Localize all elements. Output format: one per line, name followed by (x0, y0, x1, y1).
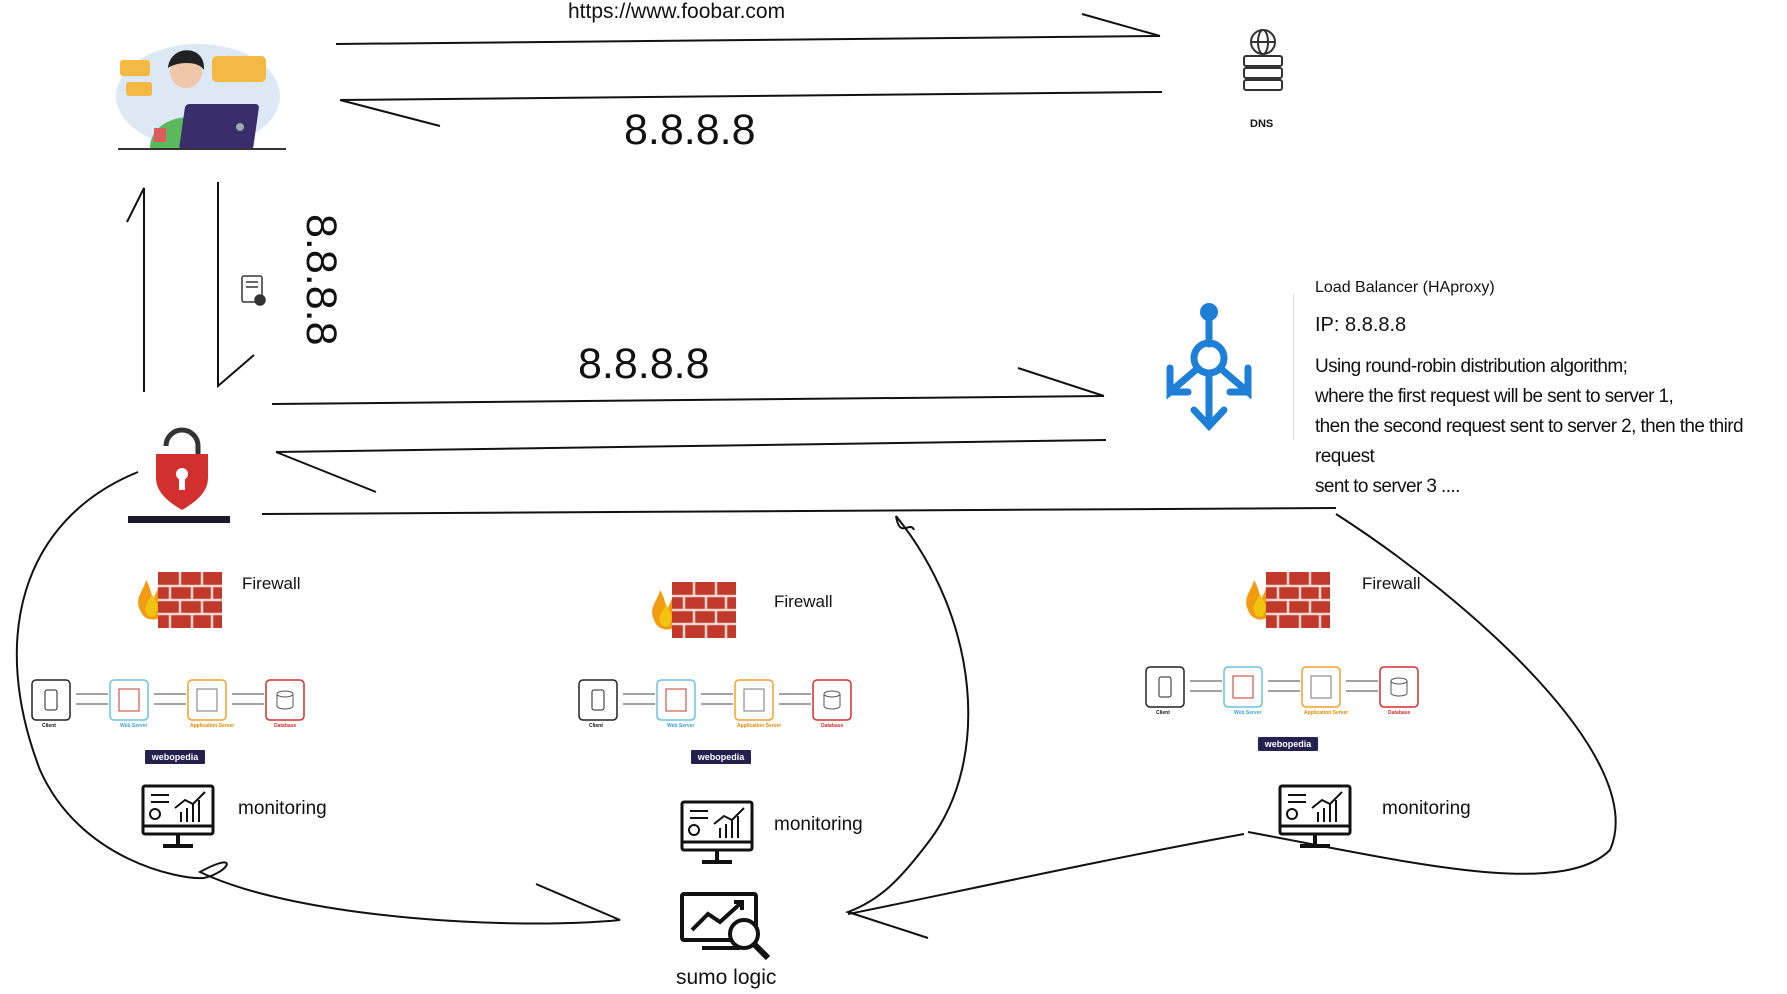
server-stack-diagram-1 (31, 679, 305, 721)
monitoring-label-3: monitoring (1382, 798, 1471, 819)
dns-response-ip-label: 8.8.8.8 (624, 106, 756, 154)
firewall-label-2: Firewall (774, 592, 833, 611)
ssl-certificate-icon (241, 275, 266, 306)
monitoring-icon-1 (141, 784, 215, 848)
dns-label: DNS (1250, 118, 1274, 130)
stack-label-database: Database (1388, 710, 1411, 716)
stack-label-client: Client (1156, 710, 1170, 716)
load-balancer-description-line: sent to server 3 .... (1315, 476, 1460, 497)
load-balancer-divider (1293, 294, 1294, 440)
flow-arrows (15, 13, 1617, 939)
load-balancer-description: Using round-robin distribution algorithm… (1315, 352, 1785, 502)
monitoring-icon-3 (1278, 784, 1352, 848)
https-lock-shield-icon (128, 427, 230, 523)
monitoring-label-1: monitoring (238, 798, 327, 819)
firewall-icon-1 (136, 570, 224, 630)
webopedia-badge-3: webopedia (1258, 737, 1318, 751)
stack-label-application-server: Application Server (737, 723, 782, 729)
server-stack-diagram-2 (578, 679, 852, 721)
stack-label-web-server: Web Server (667, 723, 695, 729)
stack-label-web-server: Web Server (120, 723, 148, 729)
webopedia-badge-2: webopedia (691, 750, 751, 764)
load-balancer-title: Load Balancer (HAproxy) (1315, 279, 1495, 296)
load-balancer-description-line: where the first request will be sent to … (1315, 386, 1674, 407)
monitoring-icon-2 (680, 800, 754, 864)
stack-label-database: Database (274, 723, 297, 729)
webopedia-badge-1: webopedia (145, 750, 205, 764)
firewall-icon-3 (1244, 570, 1332, 630)
load-balancer-ip: IP: 8.8.8.8 (1315, 314, 1407, 336)
client-user-illustration (116, 44, 286, 150)
monitoring-label-2: monitoring (774, 814, 863, 835)
stack-label-database: Database (821, 723, 844, 729)
load-balancer-icon (1166, 303, 1252, 432)
load-balancer-request-ip-label: 8.8.8.8 (578, 340, 710, 388)
stack-label-application-server: Application Server (1304, 710, 1349, 716)
request-url-label: https://www.foobar.com (568, 0, 786, 23)
firewall-label-3: Firewall (1362, 574, 1421, 593)
https-ip-vertical-label: 8.8.8.8 (297, 214, 345, 346)
stack-label-application-server: Application Server (190, 723, 235, 729)
sumo-logic-icon (680, 892, 771, 961)
sumo-logic-label: sumo logic (676, 966, 777, 989)
load-balancer-description-line: then the second request sent to server 2… (1315, 416, 1744, 467)
dns-server-icon (1243, 29, 1283, 91)
firewall-icon-2 (650, 580, 738, 640)
server-stack-diagram-3 (1145, 666, 1419, 708)
stack-label-client: Client (42, 723, 56, 729)
load-balancer-description-line: Using round-robin distribution algorithm… (1315, 356, 1628, 377)
stack-label-client: Client (589, 723, 603, 729)
stack-label-web-server: Web Server (1234, 710, 1262, 716)
firewall-label-1: Firewall (242, 574, 301, 593)
